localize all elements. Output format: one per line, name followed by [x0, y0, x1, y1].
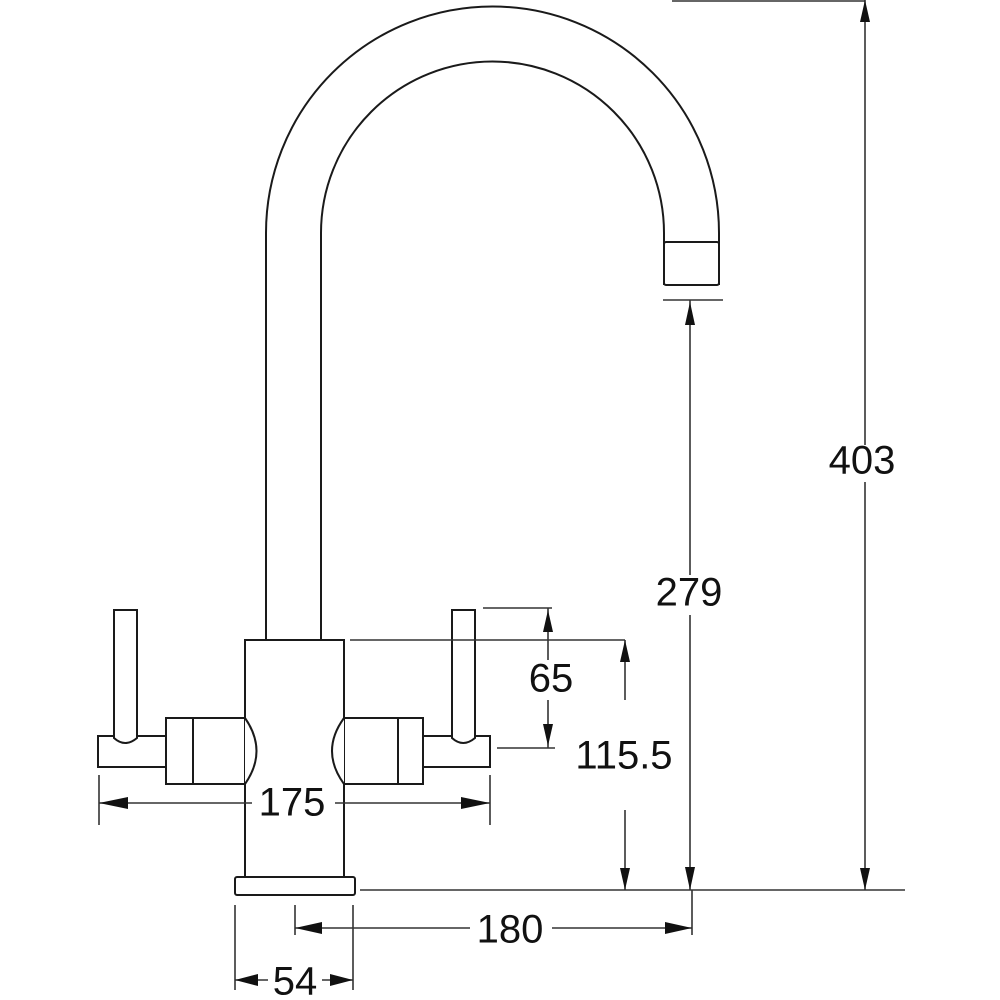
- right-cartridge-curve: [331, 717, 345, 785]
- dim-base-diameter: 54: [273, 960, 318, 1000]
- left-lever-arm[interactable]: [97, 735, 167, 768]
- spout-aerator: [663, 241, 720, 286]
- left-lever[interactable]: [113, 609, 138, 744]
- left-cartridge: [165, 717, 246, 785]
- dim-spout-clearance: 279: [656, 571, 723, 615]
- right-lever[interactable]: [451, 609, 476, 744]
- right-cartridge: [343, 717, 424, 785]
- dim-body-to-lever: 65: [529, 657, 574, 701]
- tap-body: [244, 639, 345, 878]
- spout-inner: [320, 60, 665, 640]
- dimension-lines: [98, 0, 905, 990]
- spout-outer: [265, 5, 720, 640]
- dim-lever-span: 175: [259, 781, 326, 825]
- dim-total-height: 403: [829, 439, 896, 483]
- tap-outline: [97, 5, 720, 896]
- dim-spout-reach: 180: [477, 908, 544, 952]
- left-cartridge-curve: [244, 717, 258, 785]
- base-plate: [234, 876, 356, 896]
- dim-body-height: 115.5: [575, 734, 672, 778]
